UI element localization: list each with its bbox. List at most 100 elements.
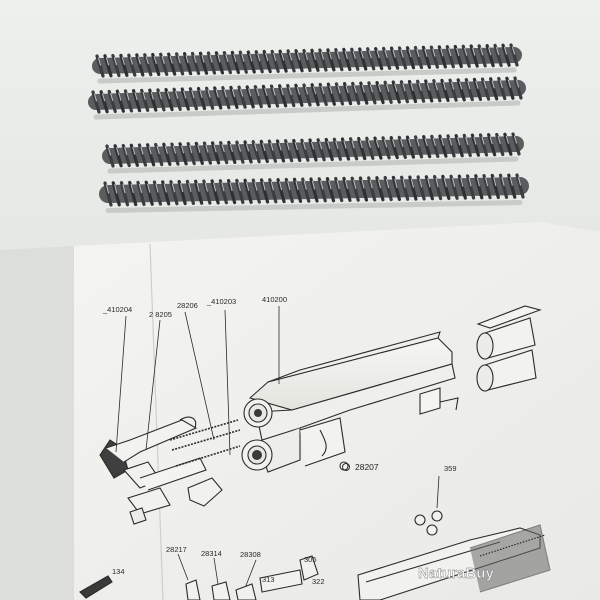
spring-coil-highlight (193, 54, 197, 64)
page-fold-line (149, 243, 164, 600)
spring-coil-highlight (369, 179, 373, 189)
spring-coil-highlight (156, 146, 160, 155)
spring-coil (359, 81, 369, 105)
spring-coil (445, 45, 455, 69)
spring-coil (278, 49, 288, 73)
spring-coil (448, 78, 458, 102)
spring-coil (261, 84, 272, 108)
spring-coil-highlight (310, 141, 315, 150)
spring-coil (172, 87, 182, 111)
spring-coil (294, 83, 304, 107)
spring-coil-highlight (517, 176, 522, 186)
spring-coil-highlight (460, 177, 464, 187)
spring-coil-highlight (225, 54, 229, 63)
spring-coil (416, 175, 426, 201)
spring-coil (391, 80, 401, 104)
spring-coil-highlight (161, 55, 165, 64)
spring-coil-highlight (134, 92, 138, 101)
spring-coil (424, 175, 434, 201)
spring-coil-highlight (344, 50, 348, 59)
spring-3 (102, 132, 524, 174)
spring-coil-highlight (287, 180, 291, 191)
spring-coil-highlight (353, 179, 357, 189)
spring-coil (235, 178, 245, 205)
spring-coil (245, 85, 255, 109)
spring-coil (121, 143, 131, 168)
spring-coil (342, 176, 352, 202)
spring-coil (383, 175, 393, 202)
spring-coil (324, 137, 334, 162)
spring-coil-highlight (229, 182, 233, 192)
spring-coil (477, 44, 487, 68)
spring-coil (318, 82, 328, 107)
spring-coil-highlight (320, 180, 324, 190)
spring-coil-highlight (215, 89, 219, 98)
spring-coil-highlight (196, 182, 200, 192)
spring-coil (407, 79, 418, 104)
spring-coil (490, 173, 500, 200)
small-pin-parts-drawing (339, 461, 443, 536)
spring-coil (107, 89, 117, 114)
spring-coil-highlight (270, 181, 274, 191)
spring-coil-highlight (223, 89, 227, 98)
spring-coil (465, 174, 476, 200)
spring-coil (254, 50, 264, 74)
spring-coil-highlight (166, 91, 171, 100)
spring-coil (302, 83, 312, 107)
bottom-pieces-drawing (79, 555, 319, 600)
spring-coil-highlight (163, 183, 167, 193)
spring-coil-highlight (189, 145, 193, 154)
spring-coil (472, 77, 483, 101)
spring-coil-highlight (97, 57, 102, 66)
spring-coil (498, 173, 509, 199)
spring-coil (221, 86, 231, 110)
label-28207-group: 28207 (342, 462, 379, 472)
spring-coil (433, 175, 443, 201)
spring-coil-highlight (262, 142, 266, 151)
spring-coil (144, 180, 154, 206)
spring-coil-highlight (402, 83, 406, 92)
spring-coil (152, 180, 163, 206)
spring-coil-highlight (303, 180, 307, 190)
spring-coil-highlight (499, 79, 503, 89)
spring-coil (178, 142, 188, 166)
spring-coil-highlight (248, 88, 252, 97)
spring-coil (310, 83, 320, 107)
spring-coil (213, 86, 223, 110)
spring-coil (123, 89, 134, 113)
spring-coil (493, 43, 503, 68)
spring-coil (383, 80, 393, 104)
lever-parts-drawing (99, 416, 223, 525)
spring-coil-highlight (353, 84, 357, 93)
spring-shadow (107, 156, 519, 174)
spring-coil-highlight (368, 50, 372, 59)
spring-coil-highlight (319, 141, 323, 150)
spring-1 (92, 43, 522, 84)
spring-coil-highlight (121, 56, 125, 65)
label-305: 305 (304, 555, 317, 564)
spring-coil-highlight (360, 50, 364, 59)
spring-coil (222, 51, 232, 75)
spring-coil-highlight (493, 176, 497, 187)
spring-coil-highlight (452, 177, 456, 187)
spring-coil-highlight (440, 48, 444, 57)
spring-coil-highlight (205, 144, 209, 153)
spring-coil-highlight (233, 53, 237, 62)
spring-coil (218, 179, 228, 205)
spring-coil-highlight (491, 80, 495, 89)
spring-coil (143, 53, 153, 77)
spring-coil-highlight (384, 139, 388, 148)
parts-diagram (79, 305, 551, 600)
spring-coil-highlight (456, 47, 460, 57)
spring-coil-highlight (505, 135, 509, 144)
spring-coil-highlight (312, 51, 317, 60)
label-28205: 2 8205 (149, 310, 172, 319)
spring-coil (119, 181, 130, 207)
spring-coil (185, 179, 195, 205)
spring-coil-highlight (304, 86, 309, 95)
spring-coil (161, 180, 171, 206)
spring-coil-highlight (394, 83, 398, 92)
spring-coil-highlight (335, 140, 339, 149)
spring-coil (381, 136, 391, 160)
